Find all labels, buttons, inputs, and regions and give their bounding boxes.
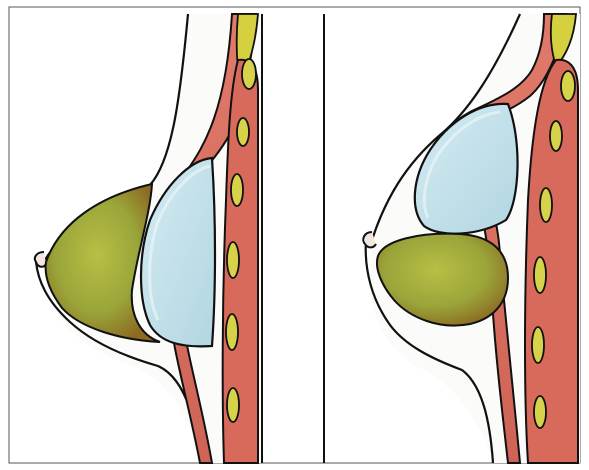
rib [227, 388, 239, 422]
left-nipple [35, 252, 46, 267]
rib [534, 396, 546, 428]
rib [534, 257, 546, 293]
rib [550, 121, 562, 151]
rib [532, 327, 544, 363]
rib [237, 118, 249, 146]
rib [561, 71, 575, 101]
rib [227, 242, 239, 278]
rib [226, 314, 238, 350]
rib [242, 59, 256, 89]
rib [231, 174, 243, 206]
rib [540, 188, 552, 222]
